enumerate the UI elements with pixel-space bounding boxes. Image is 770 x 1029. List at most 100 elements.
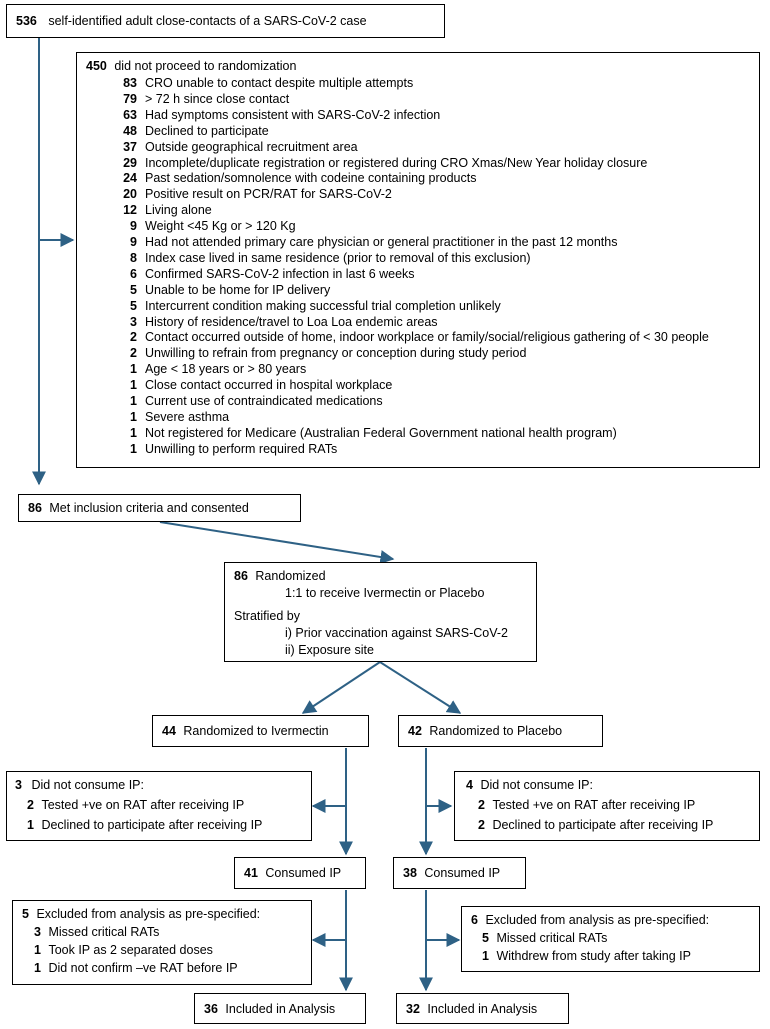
placebo-not-consumed-box: 4 Did not consume IP: 2 Tested +ve on RA… [454,771,760,841]
ivermectin-not-consumed-count: 3 [15,778,22,792]
exclusion-reason-count: 9 [130,219,137,234]
exclusion-reason-count: 24 [123,171,137,186]
exclusion-reason-text: > 72 h since close contact [145,91,290,106]
ivermectin-excluded-n: 3 [34,925,41,939]
randomized-count: 86 [234,569,248,583]
randomized-box: 86 Randomized 1:1 to receive Ivermectin … [224,562,537,662]
ivermectin-excluded-n: 1 [34,961,41,975]
placebo-excluded-n: 1 [482,949,489,963]
placebo-allocated-count: 42 [408,724,422,738]
arrow-randomized-to-ivermectin [301,661,381,714]
exclusion-reason-text: Not registered for Medicare (Australian … [145,425,617,440]
placebo-excluded-count: 6 [471,913,478,927]
exclusion-reason-count: 2 [130,346,137,361]
ivermectin-not-consumed-label: Did not consume IP: [31,778,144,792]
ivermectin-consumed-label: Consumed IP [265,866,342,880]
exclusion-reason-text: Outside geographical recruitment area [145,139,358,154]
placebo-excluded-n: 5 [482,931,489,945]
ivermectin-not-consumed-reason: Tested +ve on RAT after receiving IP [41,798,245,812]
ivermectin-analysed-box: 36 Included in Analysis [194,993,366,1024]
exclusion-reason-text: Severe asthma [145,409,230,424]
enrolled-box: 536 self-identified adult close-contacts… [6,4,445,38]
enrolled-label: self-identified adult close-contacts of … [48,14,367,28]
ivermectin-excluded-box: 5 Excluded from analysis as pre-specifie… [12,900,312,985]
ivermectin-analysed-count: 36 [204,1002,218,1016]
eligible-count: 86 [28,501,42,515]
placebo-not-consumed-label: Did not consume IP: [480,778,593,792]
placebo-excluded-box: 6 Excluded from analysis as pre-specifie… [461,906,760,972]
randomized-label: Randomized [255,569,326,583]
exclusion-reason-text: Weight <45 Kg or > 120 Kg [145,219,296,234]
exclusion-reason-text: Contact occurred outside of home, indoor… [145,330,709,345]
placebo-excluded-reason: Missed critical RATs [496,931,608,945]
exclusion-reason-text: Confirmed SARS-CoV-2 infection in last 6… [145,266,415,281]
randomized-ratio: 1:1 to receive Ivermectin or Placebo [285,586,485,600]
ivermectin-excluded-n: 1 [34,943,41,957]
exclusion-reason-count: 63 [123,107,137,122]
exclusion-reason-text: Index case lived in same residence (prio… [145,250,531,265]
exclusion-reason-text: Unable to be home for IP delivery [145,282,331,297]
placebo-not-consumed-reason: Tested +ve on RAT after receiving IP [492,798,696,812]
placebo-analysed-count: 32 [406,1002,420,1016]
ivermectin-excluded-count: 5 [22,907,29,921]
exclusion-reason-count: 1 [130,394,137,408]
exclusion-reason-count: 83 [123,76,137,90]
ivermectin-excluded-reason: Took IP as 2 separated doses [48,943,213,957]
exclusion-reason-count: 20 [123,187,137,202]
exclusion-reason-text: Age < 18 years or > 80 years [145,362,307,377]
exclusion-reason-count: 12 [123,203,137,218]
ivermectin-allocated-label: Randomized to Ivermectin [183,724,329,738]
exclusion-reason-count: 79 [123,91,137,106]
placebo-excluded-label: Excluded from analysis as pre-specified: [485,913,710,927]
ivermectin-analysed-label: Included in Analysis [225,1002,336,1016]
placebo-not-consumed-reason: Declined to participate after receiving … [492,818,714,832]
exclusion-reason-count: 1 [130,425,137,440]
ivermectin-excluded-reason: Did not confirm –ve RAT before IP [48,961,238,975]
ivermectin-consumed-box: 41 Consumed IP [234,857,366,889]
ivermectin-excluded-label: Excluded from analysis as pre-specified: [36,907,261,921]
exclusion-reason-count: 48 [123,123,137,138]
excluded-label: did not proceed to randomization [114,59,297,73]
exclusion-reason-count: 3 [130,314,137,329]
placebo-not-consumed-n: 2 [478,818,485,832]
excluded-count: 450 [86,59,107,73]
ivermectin-consumed-count: 41 [244,866,258,880]
placebo-consumed-box: 38 Consumed IP [393,857,526,889]
stratified-label: Stratified by [234,609,301,623]
exclusion-reason-text: Close contact occurred in hospital workp… [145,378,393,393]
eligible-box: 86 Met inclusion criteria and consented [18,494,301,522]
stratum-1: i) Prior vaccination against SARS-CoV-2 [285,626,509,640]
placebo-not-consumed-count: 4 [466,778,473,792]
exclusion-reason-count: 29 [123,155,137,170]
arrow-eligible-to-randomized [159,521,395,564]
ivermectin-not-consumed-box: 3 Did not consume IP: 2 Tested +ve on RA… [6,771,312,841]
exclusion-reason-text: Living alone [145,203,212,218]
placebo-consumed-label: Consumed IP [424,866,501,880]
placebo-not-consumed-n: 2 [478,798,485,812]
exclusion-reason-text: Incomplete/duplicate registration or reg… [145,155,648,170]
exclusion-reason-text: Unwilling to refrain from pregnancy or c… [145,346,527,361]
exclusion-reason-count: 2 [130,330,137,345]
exclusion-reason-text: Had symptoms consistent with SARS-CoV-2 … [145,107,441,122]
exclusion-reason-count: 37 [123,139,137,154]
exclusion-reason-text: History of residence/travel to Loa Loa e… [145,314,438,329]
exclusion-reason-text: Past sedation/somnolence with codeine co… [145,171,477,186]
exclusion-reason-text: Declined to participate [145,123,269,138]
exclusion-reason-text: Had not attended primary care physician … [145,235,618,249]
exclusion-reason-count: 1 [130,378,137,393]
ivermectin-allocated-box: 44 Randomized to Ivermectin [152,715,369,747]
placebo-analysed-label: Included in Analysis [427,1002,538,1016]
stratum-2: ii) Exposure site [285,643,374,657]
ivermectin-allocated-count: 44 [162,724,176,738]
placebo-analysed-box: 32 Included in Analysis [396,993,569,1024]
exclusion-reason-text: CRO unable to contact despite multiple a… [145,76,414,90]
placebo-consumed-count: 38 [403,866,417,880]
exclusion-reason-text: Unwilling to perform required RATs [145,441,338,456]
exclusion-reason-count: 8 [130,250,137,265]
placebo-excluded-reason: Withdrew from study after taking IP [496,949,691,963]
exclusion-reason-text: Positive result on PCR/RAT for SARS-CoV-… [145,187,392,202]
ivermectin-not-consumed-n: 1 [27,818,34,832]
exclusion-reason-count: 5 [130,282,137,297]
